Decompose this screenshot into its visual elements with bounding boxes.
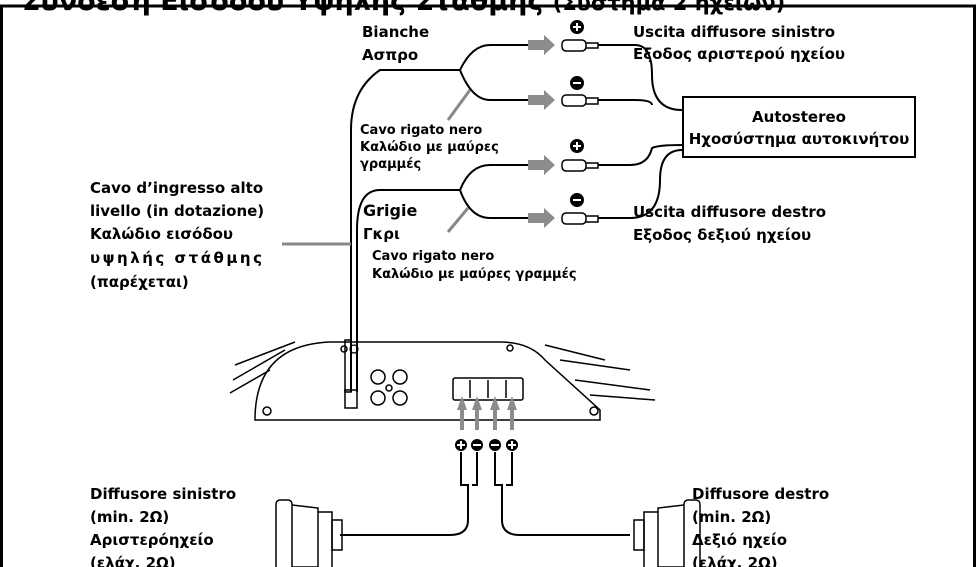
left-speaker-wire xyxy=(340,452,469,536)
amp-polarity-marks xyxy=(455,439,518,451)
white-wire-label-el: Ασπρο xyxy=(362,46,419,64)
title-main: Σύνδεση Εισόδου Υψηλής Στάθμης xyxy=(22,0,544,17)
striped-bottom-label-it: Cavo rigato nero xyxy=(372,249,495,264)
gray-wire-label-el: Γκρι xyxy=(363,225,400,243)
input-cable-label-el2: υψηλής στάθμης xyxy=(90,249,265,267)
amplifier xyxy=(229,341,656,421)
input-cable-main xyxy=(350,69,430,392)
right-out-minus xyxy=(598,149,683,219)
left-output-label-el: Εξοδος αριστερού ηχείου xyxy=(633,45,846,63)
gray-wire-plus xyxy=(459,164,528,191)
input-cable-label-el1: Καλώδιο εισόδου xyxy=(90,225,234,243)
striped-top-label-el2: γραμμές xyxy=(360,157,422,172)
input-cable-secondary xyxy=(356,189,430,392)
left-out-plus xyxy=(598,44,683,111)
left-out-minus xyxy=(598,99,653,106)
leader-striped-bottom xyxy=(446,207,470,233)
leader-striped-top xyxy=(446,89,472,121)
input-cable-label-el3: (παρέχεται) xyxy=(90,273,189,291)
left-speaker-label-it: Diffusore sinistro xyxy=(90,485,237,503)
polarity-marks-top xyxy=(570,20,584,207)
input-cable-label-it2: livello (in dotazione) xyxy=(90,202,265,220)
white-wire-minus xyxy=(459,69,528,101)
gray-wire-label-it: Grigie xyxy=(363,201,418,220)
white-wire-plus xyxy=(459,44,528,71)
amp-output-arrows xyxy=(457,396,517,430)
white-wire-label-it: Bianche xyxy=(362,23,430,41)
left-speaker-label-el-min: (ελάχ. 2Ω) xyxy=(90,554,176,567)
head-unit-label-it: Autostereo xyxy=(752,108,846,126)
striped-top-label-it: Cavo rigato nero xyxy=(360,123,483,138)
cable-sleeve xyxy=(344,339,352,393)
connection-arrows xyxy=(528,35,555,228)
input-cable-label-it1: Cavo d’ingresso alto xyxy=(90,179,264,197)
title-sub: (Σύστημα 2 ηχείων) xyxy=(552,0,786,15)
right-speaker-label-el-min: (ελάχ. 2Ω) xyxy=(692,554,778,567)
right-output-label-it: Uscita diffusore destro xyxy=(633,203,827,221)
right-out-plus xyxy=(598,144,683,166)
left-speaker-label-el: Αριστερόηχείο xyxy=(90,531,214,549)
left-output-label-it: Uscita diffusore sinistro xyxy=(633,23,836,41)
striped-top-label-el1: Καλώδιο με μαύρες xyxy=(360,140,499,155)
right-speaker-wire xyxy=(494,452,630,536)
left-speaker-label-min: (min. 2Ω) xyxy=(90,508,170,526)
right-speaker xyxy=(633,499,701,567)
diagram-title: Σύνδεση Εισόδου Υψηλής Στάθμης (Σύστημα … xyxy=(22,0,785,17)
striped-bottom-label-el: Καλώδιο με μαύρες γραμμές xyxy=(372,267,577,282)
right-output-label-el: Εξοδος δεξιού ηχείου xyxy=(633,226,812,244)
head-unit-box: Autostereo Ηχοσύστημα αυτοκινήτου xyxy=(682,96,916,158)
gray-wire-minus xyxy=(459,189,528,219)
right-speaker-wire-plus xyxy=(506,452,513,486)
head-unit-label-el: Ηχοσύστημα αυτοκινήτου xyxy=(688,130,910,148)
right-speaker-label-el: Δεξιό ηχείο xyxy=(692,531,788,549)
left-speaker xyxy=(275,499,343,567)
right-speaker-label-it: Diffusore destro xyxy=(692,485,830,503)
left-speaker-wire-minus xyxy=(472,452,478,486)
right-speaker-label-min: (min. 2Ω) xyxy=(692,508,772,526)
outer-frame xyxy=(0,4,976,567)
cable-screw xyxy=(349,344,359,354)
